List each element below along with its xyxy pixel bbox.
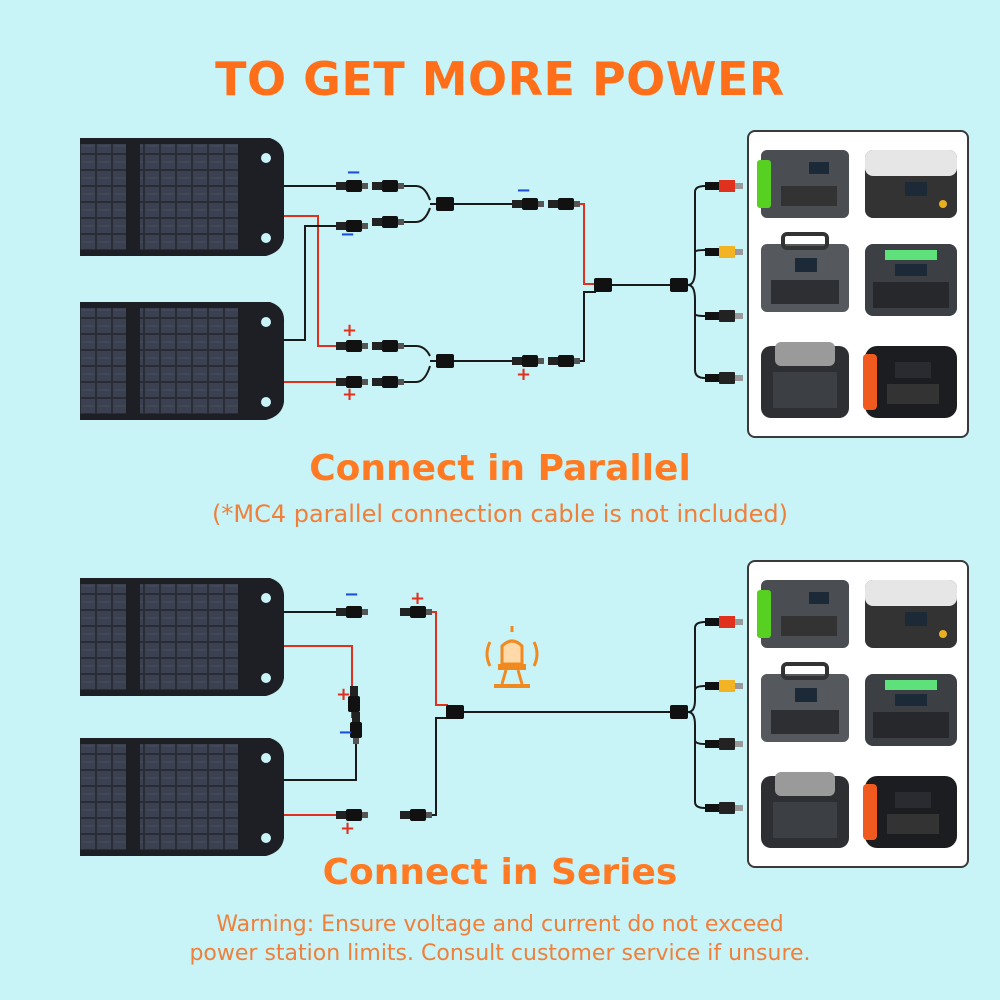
- parallel-negative-marker: −: [340, 224, 355, 245]
- parallel-diagram: − − + + + −: [80, 138, 743, 420]
- output-plug-icon: [705, 310, 743, 322]
- y-branch-connector-icon: [670, 278, 688, 292]
- y-branch-connector-icon: [436, 197, 454, 211]
- mc4-connector-icon: [548, 198, 580, 210]
- series-heading: Connect in Series: [322, 852, 678, 893]
- solar-panel-icon: [80, 302, 285, 420]
- output-plug-icon: [705, 680, 743, 692]
- power-station-group: [747, 130, 969, 438]
- series-positive-marker: +: [410, 588, 425, 609]
- solar-panel-icon: [80, 138, 285, 256]
- series-positive-marker: +: [336, 684, 351, 705]
- parallel-positive-marker: +: [342, 384, 357, 405]
- series-negative-marker: −: [344, 584, 359, 605]
- power-station-icon: [757, 150, 957, 418]
- mc4-connector-icon: [372, 216, 404, 228]
- mc4-connector-icon: [400, 809, 432, 821]
- series-diagram: − + + − +: [80, 578, 743, 856]
- warning-line: Warning: Ensure voltage and current do n…: [216, 912, 784, 937]
- warning-light-icon: [485, 626, 539, 688]
- warning-text: Warning: Ensure voltage and current do n…: [150, 910, 850, 968]
- page-title: TO GET MORE POWER: [215, 52, 785, 106]
- parallel-positive-marker: +: [342, 320, 357, 341]
- parallel-note: (*MC4 parallel connection cable is not i…: [212, 500, 788, 528]
- solar-panel-icon: [80, 578, 285, 696]
- warning-line: power station limits. Consult customer s…: [189, 941, 811, 966]
- power-station-group: [747, 560, 969, 868]
- output-plug-icon: [705, 738, 743, 750]
- y-branch-connector-icon: [670, 705, 688, 719]
- output-plug-icon: [705, 802, 743, 814]
- output-plug-icon: [705, 180, 743, 192]
- mc4-connector-icon: [336, 606, 368, 618]
- series-negative-marker: −: [338, 722, 353, 743]
- parallel-negative-marker: −: [516, 180, 531, 201]
- parallel-heading: Connect in Parallel: [309, 448, 691, 489]
- output-plug-icon: [705, 246, 743, 258]
- series-positive-marker: +: [340, 818, 355, 839]
- mc4-connector-icon: [548, 355, 580, 367]
- parallel-negative-marker: −: [346, 162, 361, 183]
- output-plug-icon: [705, 372, 743, 384]
- solar-panel-icon: [80, 738, 285, 856]
- mc4-connector-icon: [372, 180, 404, 192]
- y-branch-connector-icon: [594, 278, 612, 292]
- output-plug-icon: [705, 616, 743, 628]
- y-branch-connector-icon: [436, 354, 454, 368]
- power-station-icon: [757, 580, 957, 848]
- parallel-positive-marker: +: [516, 364, 531, 385]
- mc4-connector-icon: [372, 340, 404, 352]
- mc4-connector-icon: [372, 376, 404, 388]
- mc4-connector-icon: [336, 340, 368, 352]
- y-branch-connector-icon: [446, 705, 464, 719]
